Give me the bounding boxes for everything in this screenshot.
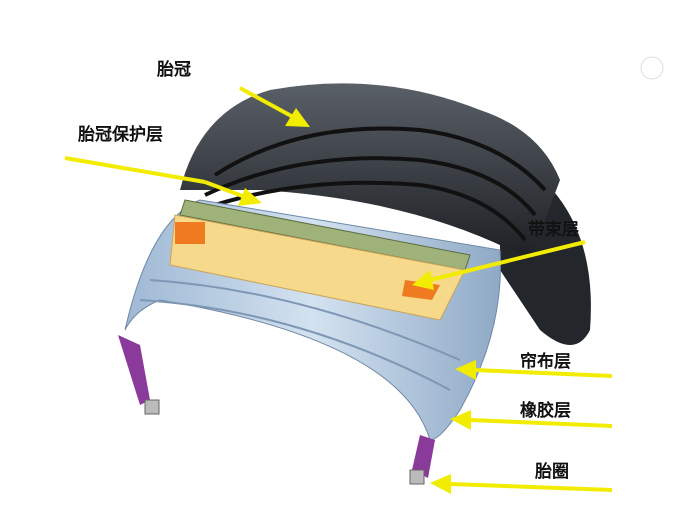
corner-circle-icon (640, 56, 664, 80)
belt-layer (169, 214, 466, 321)
label-ply: 帘布层 (520, 352, 571, 372)
label-tread: 胎冠 (157, 60, 191, 80)
bead-right (412, 435, 435, 478)
label-tread-protection: 胎冠保护层 (78, 125, 163, 145)
belt-patch-left (175, 222, 205, 244)
label-belt: 带束层 (528, 220, 579, 240)
label-bead: 胎圈 (535, 462, 569, 482)
tread-grooves (199, 126, 547, 242)
label-rubber: 橡胶层 (520, 401, 571, 421)
bead-left (118, 335, 150, 405)
callout-arrows (64, 86, 613, 494)
tread (180, 83, 560, 260)
